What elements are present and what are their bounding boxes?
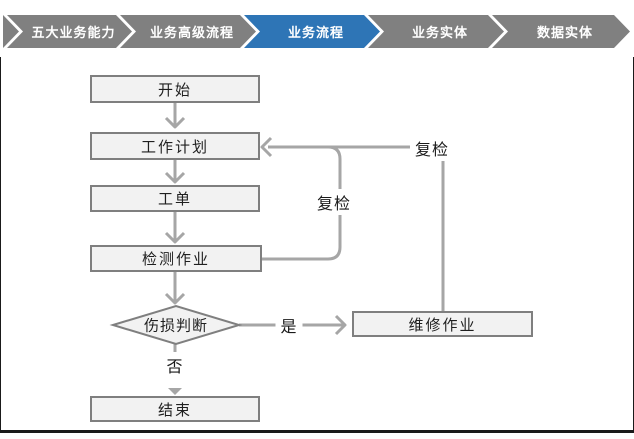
decision-diamond-damage-judgment bbox=[109, 304, 243, 346]
node-start: 开始 bbox=[90, 75, 260, 103]
node-damage-judgment-label: 伤损判断 bbox=[143, 317, 209, 335]
node-work-plan: 工作计划 bbox=[90, 132, 260, 160]
node-repair-job: 维修作业 bbox=[352, 311, 533, 337]
arrowhead-left-icon bbox=[260, 136, 273, 158]
breadcrumb-item-business-process-active[interactable]: 业务流程 bbox=[244, 15, 380, 48]
edge-label-recheck-outer: 复检 bbox=[409, 135, 455, 161]
breadcrumb-item-label: 五大业务能力 bbox=[31, 25, 116, 40]
node-label: 检测作业 bbox=[141, 251, 210, 268]
breadcrumb-item-five-capabilities[interactable]: 五大业务能力 bbox=[7, 15, 132, 48]
breadcrumb-item-business-entity[interactable]: 业务实体 bbox=[368, 15, 504, 48]
edge-label-recheck-inner: 复检 bbox=[311, 189, 357, 215]
arrowhead-down-icon bbox=[164, 171, 186, 184]
arrowhead-down-icon bbox=[164, 231, 186, 244]
edge-label-yes: 是 bbox=[275, 312, 303, 338]
arrowhead-down-icon bbox=[164, 116, 186, 129]
node-label: 开始 bbox=[157, 81, 192, 99]
node-label: 工作计划 bbox=[140, 138, 209, 156]
node-work-order: 工单 bbox=[90, 185, 260, 212]
breadcrumb-item-data-entity[interactable]: 数据实体 bbox=[492, 15, 630, 48]
breadcrumb: 五大业务能力 业务高级流程 业务流程 业务实体 数据实体 bbox=[0, 15, 634, 48]
breadcrumb-item-label: 业务实体 bbox=[411, 25, 468, 40]
arrowhead-small-down-icon bbox=[168, 388, 182, 395]
node-label: 工单 bbox=[157, 191, 192, 208]
node-inspection-job: 检测作业 bbox=[90, 245, 262, 272]
arrowhead-right-icon bbox=[334, 314, 347, 336]
connector-recheck-outer bbox=[268, 145, 445, 311]
arrowhead-down-icon bbox=[164, 292, 186, 305]
breadcrumb-item-label: 业务高级流程 bbox=[149, 25, 234, 40]
breadcrumb-item-label: 数据实体 bbox=[536, 25, 593, 40]
node-label: 结束 bbox=[157, 401, 192, 419]
node-label: 维修作业 bbox=[408, 316, 477, 334]
edge-label-no: 否 bbox=[161, 352, 189, 378]
breadcrumb-item-high-level-process[interactable]: 业务高级流程 bbox=[120, 15, 256, 48]
breadcrumb-item-label: 业务流程 bbox=[287, 25, 344, 40]
node-end: 结束 bbox=[90, 396, 260, 422]
